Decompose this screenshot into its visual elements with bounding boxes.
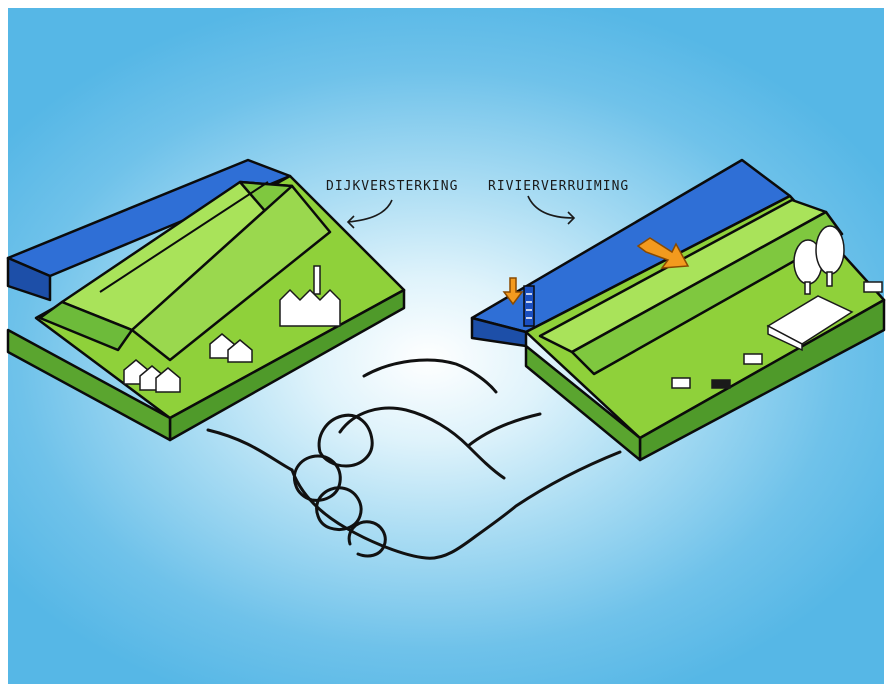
label-arrows: [346, 195, 576, 229]
arrow-icon: [502, 237, 690, 306]
farm-barn-icon: [766, 295, 854, 352]
water-gauge-icon: [523, 285, 535, 327]
houses-icon: [123, 333, 253, 393]
factory-icon: [279, 265, 341, 327]
handshake-icon: [206, 358, 622, 560]
label-river-widening: RIVIERVERRUIMING: [488, 179, 630, 194]
label-dike-strengthening: DIJKVERSTERKING: [326, 179, 459, 194]
left-landscape-block: [6, 158, 406, 442]
tree-icon: [793, 225, 845, 295]
cow-icon: [671, 281, 883, 389]
